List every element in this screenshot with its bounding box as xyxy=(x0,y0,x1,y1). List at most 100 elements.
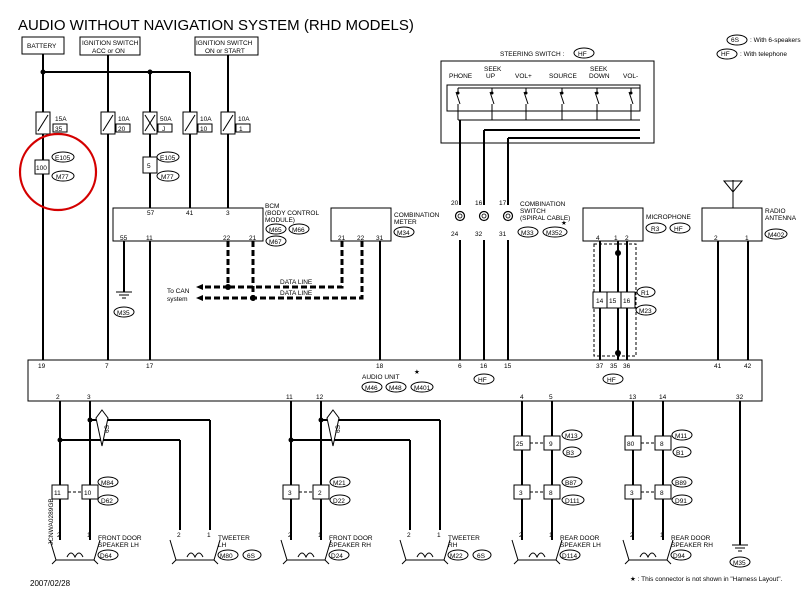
speaker-name: SPEAKER LH xyxy=(98,542,139,549)
speaker-pin: 1 xyxy=(660,532,664,539)
speaker-leg xyxy=(555,559,561,565)
legend-6s-text: : With 6-speakers xyxy=(750,37,801,44)
connector-m77-label: M77 xyxy=(56,174,69,181)
ignition-on-box xyxy=(194,36,259,56)
audio-pin: 32 xyxy=(736,394,744,401)
audio-unit-label: AUDIO UNIT xyxy=(362,374,400,381)
mic-hf-code: HF xyxy=(674,226,683,233)
speaker-icon xyxy=(169,539,221,561)
m84-label: M84 xyxy=(101,480,114,487)
ground-label: M35 xyxy=(117,310,130,317)
fuse-label: 50A xyxy=(160,116,172,123)
meter-name: METER xyxy=(394,219,417,226)
audio-pin: 17 xyxy=(146,363,154,370)
steer-button-label: VOL+ xyxy=(515,73,532,80)
d62-label: D62 xyxy=(101,498,113,505)
speaker-name: FRONT DOOR xyxy=(329,535,373,542)
mic-pin: 1 xyxy=(614,235,618,242)
fuse-label: 10A xyxy=(200,116,212,123)
speaker-connector-oval xyxy=(447,549,469,561)
r-pin: 14 xyxy=(596,298,604,305)
speaker-leg xyxy=(282,559,288,565)
audio-pin: 5 xyxy=(549,394,553,401)
audio-unit-top-pins: 19 7 17 18 6 16 15 37 35 36 41 42 xyxy=(38,363,752,370)
m13-label: M13 xyxy=(565,433,578,440)
steer-button-label: SEEK xyxy=(590,66,608,73)
front-rh-circuit: 6S 3 2 M21 D22 xyxy=(282,401,441,540)
legend-6s-code: 6S xyxy=(731,37,740,44)
r1-label: R1 xyxy=(641,290,650,297)
steering-switch-contacts xyxy=(455,87,640,121)
speaker-coil xyxy=(639,552,657,559)
speaker-pin: 2 xyxy=(630,532,634,539)
audio-pin: 12 xyxy=(316,394,324,401)
legend-hf-code: HF xyxy=(721,51,730,58)
diagram-title: AUDIO WITHOUT NAVIGATION SYSTEM (RHD MOD… xyxy=(18,17,414,34)
speaker-coil xyxy=(528,552,546,559)
speaker-name: SPEAKER RH xyxy=(329,542,371,549)
audio-pin: 36 xyxy=(623,363,631,370)
audio-connector: M401 xyxy=(414,385,431,392)
speaker-name: TWEETER xyxy=(448,535,480,542)
ground-oval xyxy=(113,306,135,318)
speaker-coil xyxy=(186,552,204,559)
steer-button-label: SOURCE xyxy=(549,73,577,80)
spiral-name: (SPIRAL CABLE) xyxy=(520,215,570,222)
audio-pin: 11 xyxy=(286,394,293,401)
fuses: 15A 35 10A 20 50A J 10A 10 10A 1 xyxy=(35,111,251,135)
steer-button-label: VOL- xyxy=(623,73,638,80)
connector-e105-label: E105 xyxy=(55,155,71,162)
date-label: 2007/02/28 xyxy=(30,579,71,588)
bcm-name: (BODY CONTROL xyxy=(265,210,319,217)
red-highlight-circle xyxy=(18,132,98,212)
steer-button-label: SEEK xyxy=(484,66,502,73)
meter-pin: 22 xyxy=(357,235,365,242)
mic-connector: R3 xyxy=(651,226,660,233)
connector-m77-label: M77 xyxy=(161,174,174,181)
star-mark: ★ xyxy=(414,368,420,376)
star-mark: ★ xyxy=(561,219,567,227)
bcm-box xyxy=(112,207,264,242)
speaker-code-oval xyxy=(242,549,262,561)
fuse-number: 35 xyxy=(55,126,63,133)
b3-label: B3 xyxy=(566,450,574,457)
audio-pin: 35 xyxy=(610,363,618,370)
ignition-acc-box xyxy=(79,36,141,56)
d91-label: D91 xyxy=(675,498,687,505)
speaker-name: REAR DOOR xyxy=(560,535,600,542)
meter-pin: 21 xyxy=(338,235,346,242)
mid-pin: 25 xyxy=(516,441,524,448)
spiral-name: SWITCH xyxy=(520,208,546,215)
steer-button-label: UP xyxy=(486,73,495,80)
audio-pin: 41 xyxy=(714,363,722,370)
audio-pin: 15 xyxy=(504,363,512,370)
m23-label: M23 xyxy=(639,308,652,315)
speaker-pin: 2 xyxy=(288,532,292,539)
speaker-pin: 1 xyxy=(207,532,211,539)
speaker-pin: 1 xyxy=(87,532,91,539)
speaker-name: FRONT DOOR xyxy=(98,535,142,542)
rear-lh-circuit: 25 9 M13 B3 3 8 B87 D111 xyxy=(513,401,585,540)
spiral-pin: 16 xyxy=(475,200,483,207)
b89-label: B89 xyxy=(675,480,687,487)
speaker-leg xyxy=(171,559,177,565)
bcm-pin: 41 xyxy=(186,210,194,217)
fuse-label: 10A xyxy=(118,116,130,123)
antenna-name: RADIO xyxy=(765,208,786,215)
ignition-on-line1: IGNITION SWITCH xyxy=(196,40,253,47)
steering-hf-code: HF xyxy=(578,51,587,58)
spiral-name: COMBINATION xyxy=(520,201,566,208)
speaker-icon xyxy=(511,539,563,561)
bcm-pin: 11 xyxy=(146,235,153,242)
code-6s: 6S xyxy=(104,424,111,433)
m11-label: M11 xyxy=(675,433,688,440)
bcm-name: BCM xyxy=(265,203,279,210)
microphone-label: MICROPHONE xyxy=(646,214,691,221)
speaker-leg xyxy=(624,559,630,565)
side-code: JCNWA0289GB xyxy=(48,498,55,545)
audio-pin: 3 xyxy=(87,394,91,401)
audio-pin: 13 xyxy=(629,394,637,401)
meter-pin: 31 xyxy=(376,235,384,242)
spiral-pin: 32 xyxy=(475,231,483,238)
